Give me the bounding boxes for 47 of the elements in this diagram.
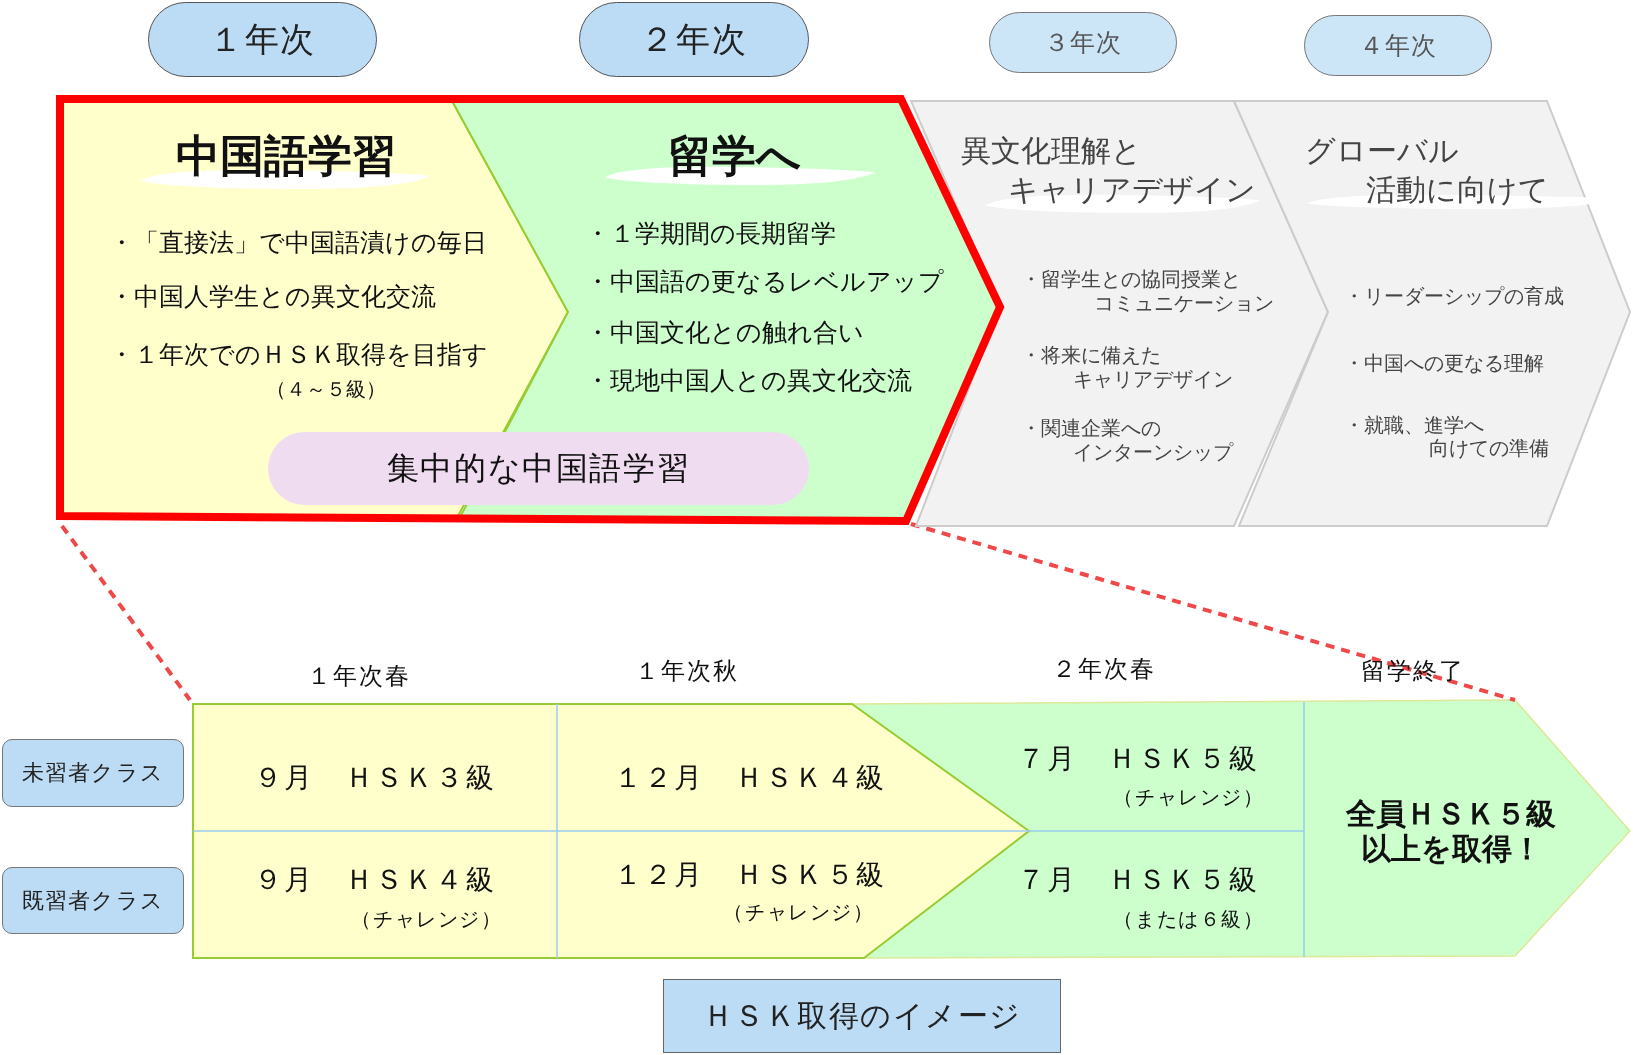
column-header: １年次春 xyxy=(307,663,411,691)
year-badge: ２年次 xyxy=(579,2,809,77)
class-label: 既習者クラス xyxy=(2,867,184,934)
column-header: １年次秋 xyxy=(635,658,739,686)
heading: 留学へ xyxy=(667,130,801,182)
bullet-text: ・１年次でのＨＳＫ取得を目指す xyxy=(109,340,488,370)
bullet-text: インターンシップ xyxy=(1073,440,1233,464)
cell-text: （チャレンジ） xyxy=(723,900,875,924)
bullet-text: （４～５級） xyxy=(266,377,386,401)
bullet-text: ・中国語の更なるレベルアップ xyxy=(585,267,944,297)
bullet-text: ・「直接法」で中国語漬けの毎日 xyxy=(109,228,487,258)
cell-text: １２月 ＨＳＫ４級 xyxy=(613,761,887,795)
year-badge: ４年次 xyxy=(1304,15,1492,76)
column-header: ２年次春 xyxy=(1052,656,1156,684)
bullet-text: ・関連企業への xyxy=(1021,416,1161,440)
bullet-text: ・リーダーシップの育成 xyxy=(1344,284,1564,308)
cell-text: （または６級） xyxy=(1113,907,1265,931)
bullet-text: ・中国文化との触れ合い xyxy=(585,318,864,348)
bullet-text: ・中国人学生との異文化交流 xyxy=(109,282,436,312)
cell-text: （チャレンジ） xyxy=(351,907,503,931)
heading: 活動に向けて xyxy=(1366,172,1549,208)
cell-text: 全員ＨＳＫ５級以上を取得！ xyxy=(1345,796,1557,866)
cell-text: ９月 ＨＳＫ３級 xyxy=(254,761,496,795)
label-pill: 集中的な中国語学習 xyxy=(268,432,809,505)
bullet-text: ・中国への更なる理解 xyxy=(1344,351,1544,375)
bullet-text: ・１学期間の長期留学 xyxy=(585,219,836,249)
heading: 異文化理解と xyxy=(961,133,1142,169)
caption-box: ＨＳＫ取得のイメージ xyxy=(663,979,1061,1053)
column-header: 留学終了 xyxy=(1361,658,1465,686)
cell-text: （チャレンジ） xyxy=(1113,785,1265,809)
year-badge: ３年次 xyxy=(989,12,1177,73)
bullet-text: コミュニケーション xyxy=(1094,291,1274,315)
class-label: 未習者クラス xyxy=(2,739,184,807)
heading: キャリアデザイン xyxy=(1008,172,1256,208)
bullet-text: ・留学生との協同授業と xyxy=(1021,267,1241,291)
bullet-text: ・将来に備えた xyxy=(1021,343,1161,367)
cell-text: １２月 ＨＳＫ５級 xyxy=(613,858,887,892)
bullet-text: ・就職、進学へ xyxy=(1344,413,1484,437)
cell-text: ７月 ＨＳＫ５級 xyxy=(1017,863,1259,897)
bullet-text: キャリアデザイン xyxy=(1073,367,1233,391)
year-badge: １年次 xyxy=(148,2,377,77)
bullet-text: ・現地中国人との異文化交流 xyxy=(585,366,912,396)
bullet-text: 向けての準備 xyxy=(1429,436,1549,460)
cell-text: ９月 ＨＳＫ４級 xyxy=(254,863,496,897)
cell-text: ７月 ＨＳＫ５級 xyxy=(1017,742,1259,776)
heading: グローバル xyxy=(1305,133,1459,169)
heading: 中国語学習 xyxy=(176,130,396,182)
